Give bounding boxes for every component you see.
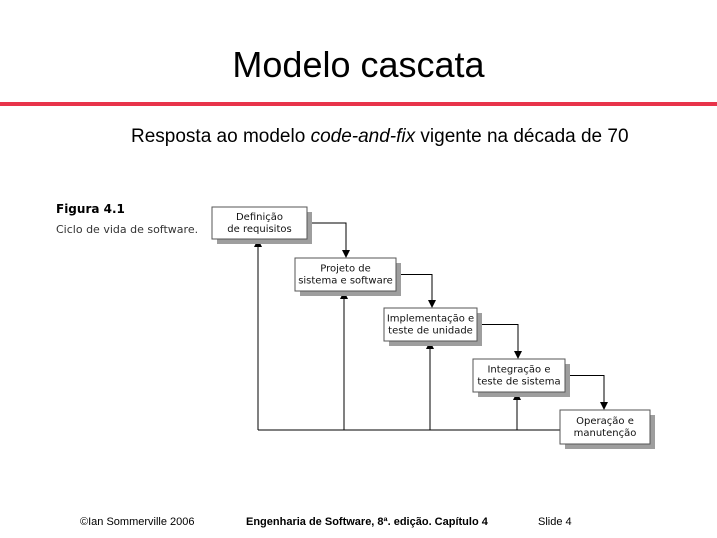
stage-label-line2: teste de sistema	[477, 377, 560, 388]
stage-label-line2: teste de unidade	[388, 326, 473, 337]
forward-arrow-2	[396, 274, 436, 308]
stage-rect	[472, 358, 566, 393]
subtitle-suffix: vigente na década de 70	[415, 126, 629, 147]
footer-book: Engenharia de Software, 8ª. edição. Capí…	[246, 516, 488, 528]
footer-slide-number: Slide 4	[538, 516, 572, 528]
stage-label-line2: manutenção	[574, 428, 637, 439]
slide-title: Modelo cascata	[232, 44, 485, 85]
subtitle-emphasis: code-and-fix	[310, 126, 416, 147]
stage-rect	[383, 307, 478, 342]
stage-label-line1: Implementação e	[387, 314, 474, 325]
stage-label-line2: de requisitos	[227, 224, 291, 235]
stage-label-line1: Integração e	[487, 365, 550, 376]
stage-rect	[294, 257, 397, 292]
figure-caption: Ciclo de vida de software.	[56, 223, 199, 236]
forward-arrow-3	[477, 324, 522, 359]
stage-label-line1: Projeto de	[320, 264, 371, 275]
stage-label-line2: sistema e software	[298, 276, 393, 287]
subtitle-prefix: Resposta ao modelo	[131, 126, 311, 147]
forward-arrow-1	[307, 222, 350, 258]
stage-rect	[211, 206, 308, 240]
forward-arrow-4	[565, 375, 608, 410]
stage-label-line1: Operação e	[576, 416, 634, 427]
stage-rect	[559, 409, 651, 445]
slide-subtitle: Resposta ao modelo code-and-fix vigente …	[131, 126, 629, 148]
footer-copyright: ©Ian Sommerville 2006	[80, 516, 195, 528]
figure-label: Figura 4.1	[56, 202, 125, 216]
title-underline	[0, 102, 717, 106]
stage-label-line1: Definição	[236, 212, 283, 223]
flow-connectors	[254, 222, 608, 431]
